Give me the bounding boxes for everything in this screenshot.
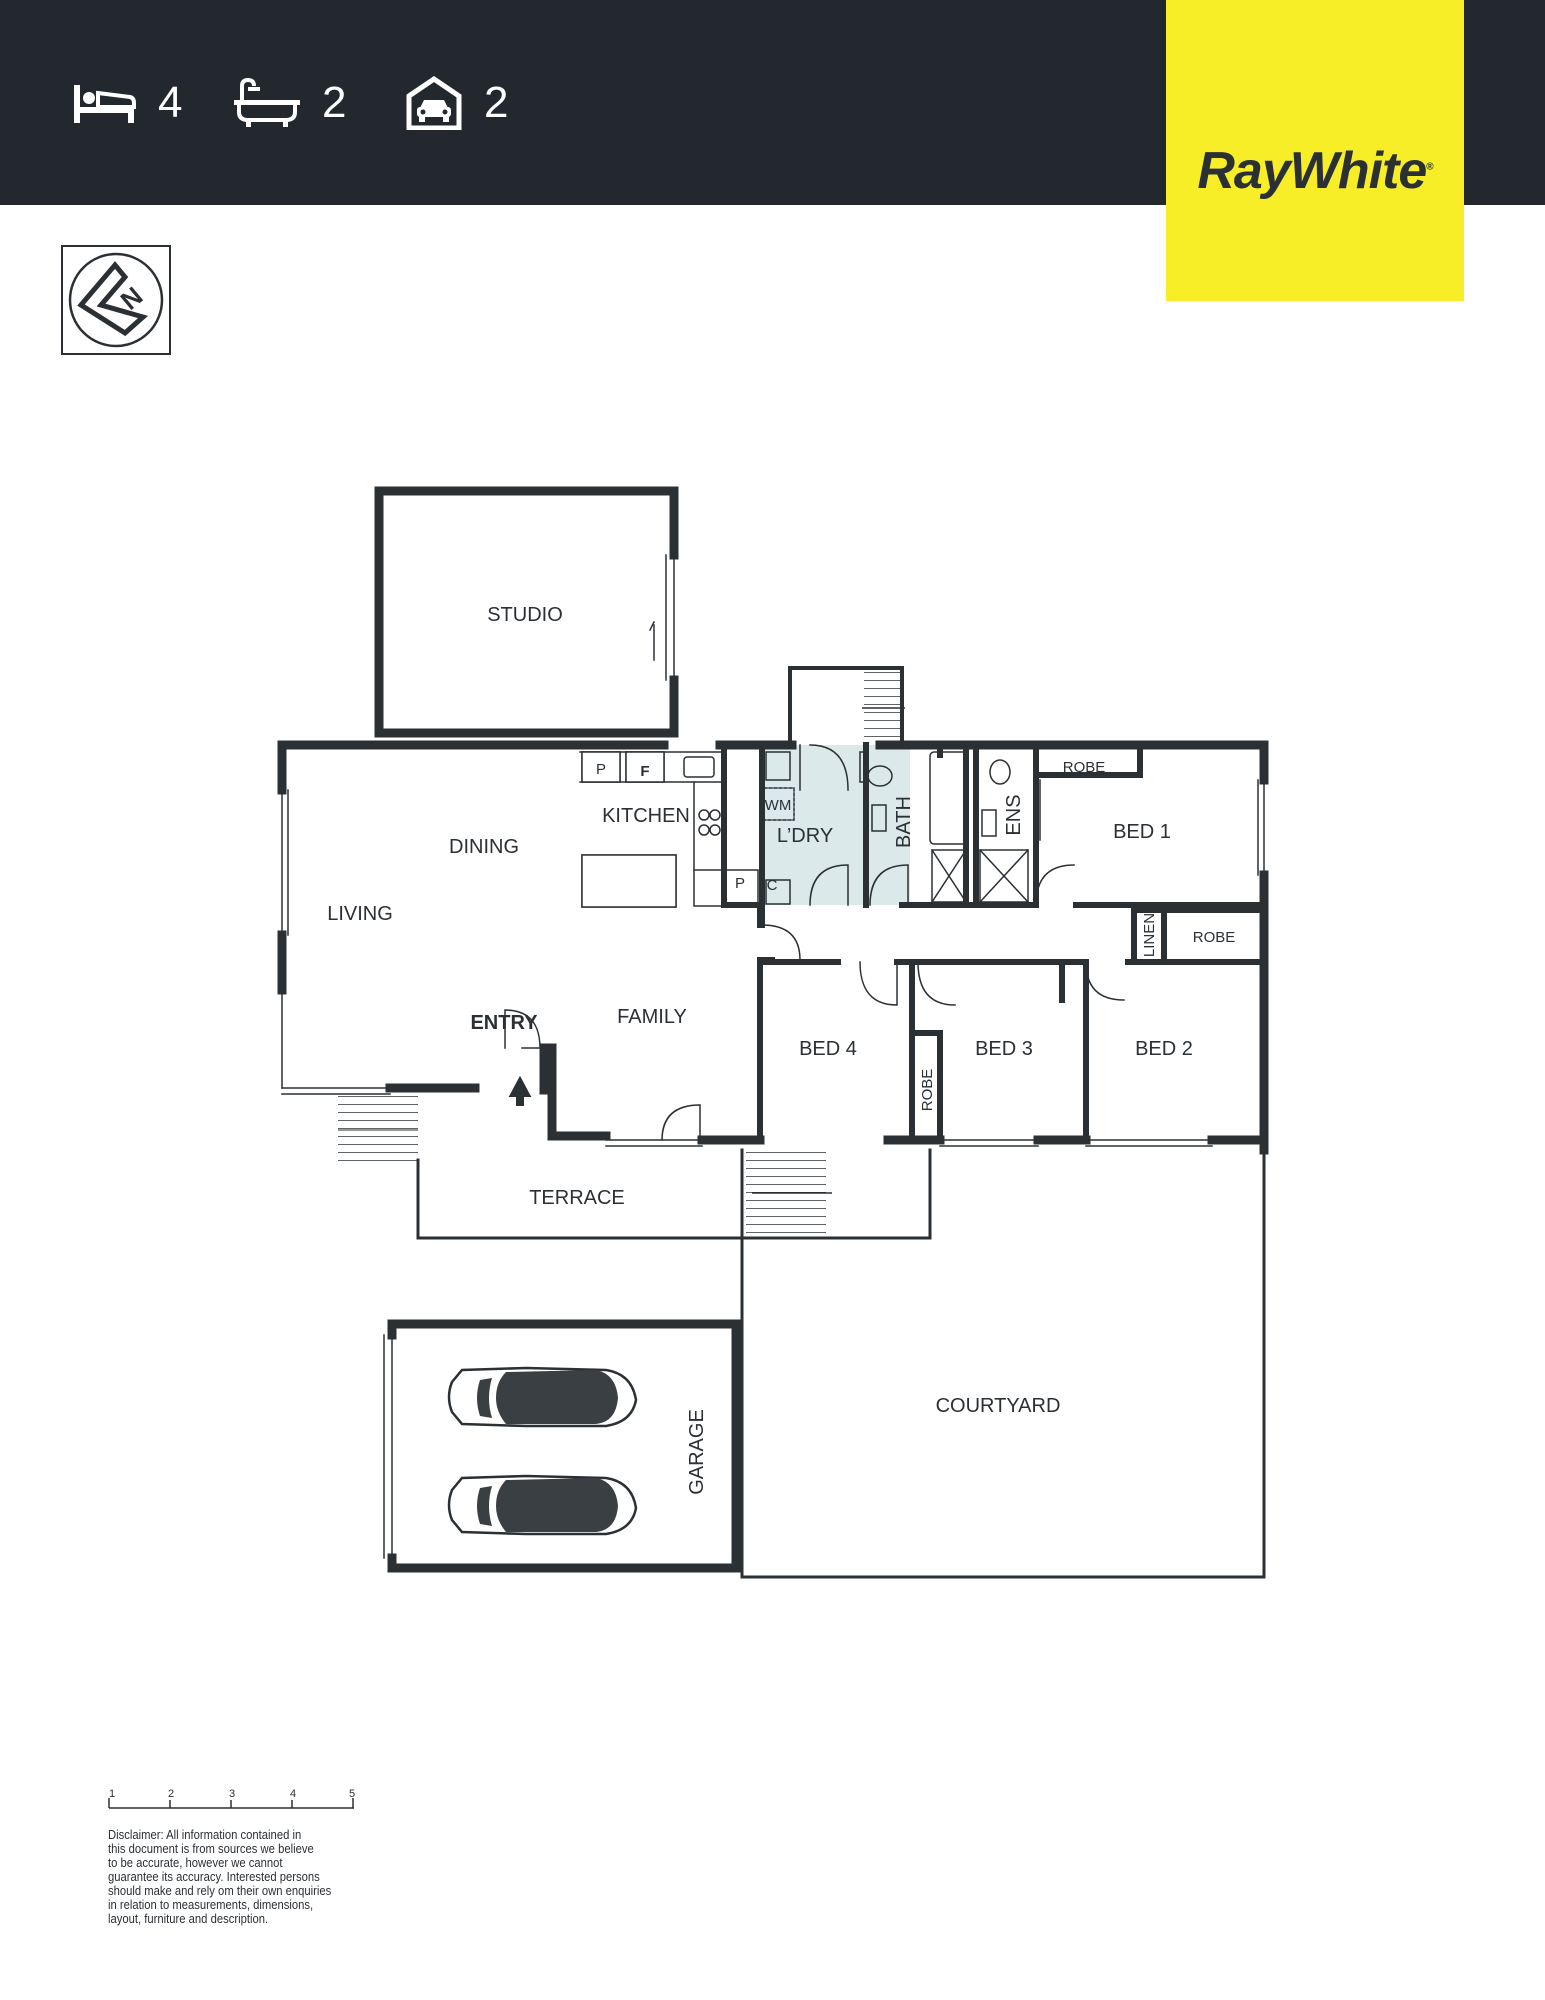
room-label-living: LIVING: [327, 903, 393, 925]
disclaimer-line: in relation to measurements, dimensions,: [108, 1898, 314, 1912]
room-label-kitchen: KITCHEN: [602, 805, 690, 827]
scale-tick-1: 1: [109, 1788, 115, 1800]
room-label-courtyard: COURTYARD: [936, 1395, 1061, 1417]
room-label-entry: ENTRY: [470, 1012, 538, 1034]
room-label-robe-bed1: ROBE: [1063, 759, 1106, 776]
room-label-bed1: BED 1: [1113, 821, 1171, 843]
garage-cars: [447, 1366, 638, 1536]
disclaimer-line: Disclaimer: All information contained in: [108, 1828, 302, 1842]
kitchen-island: [581, 854, 677, 908]
scale-tick-4: 4: [290, 1788, 296, 1800]
north-compass: N: [61, 245, 171, 355]
room-label-bed3: BED 3: [975, 1038, 1033, 1060]
compass-icon: N: [68, 252, 164, 348]
garage-walls: [387, 1319, 741, 1573]
disclaimer-text: Disclaimer: All information contained in…: [108, 1828, 333, 1926]
room-label-bath: BATH: [893, 796, 915, 848]
garage-stat: 2: [406, 0, 508, 205]
room-label-laundry: L’DRY: [777, 825, 833, 847]
rear-landing: [788, 666, 904, 747]
label-washing-machine: WM: [765, 797, 792, 814]
room-label-ensuite: ENS: [1003, 794, 1025, 835]
room-label-studio: STUDIO: [487, 604, 563, 626]
terrace-outline: [416, 1148, 932, 1240]
courtyard-outline: [740, 1148, 1266, 1579]
bed-icon: [74, 84, 136, 123]
room-label-robe-bed3: ROBE: [919, 1069, 936, 1112]
garage-icon: [406, 75, 462, 130]
bath-icon: [234, 77, 300, 127]
room-label-dining: DINING: [449, 836, 519, 858]
wet-area-fixtures: [763, 751, 1041, 905]
bathrooms-stat: 2: [234, 0, 346, 205]
garage-count: 2: [484, 77, 509, 127]
room-label-linen: LINEN: [1141, 913, 1158, 957]
entry-walls: [539, 1043, 557, 1141]
room-label-bed2: BED 2: [1135, 1038, 1193, 1060]
disclaimer-line: should make and rely om their own enquir…: [108, 1884, 332, 1898]
room-label-family: FAMILY: [617, 1006, 687, 1028]
label-fridge: F: [640, 763, 649, 780]
label-pantry-top: P: [596, 761, 606, 778]
disclaimer-line: layout, furniture and description.: [108, 1912, 269, 1926]
brand-logo: RayWhite®: [1166, 0, 1464, 301]
room-label-robe-bed2: ROBE: [1193, 929, 1236, 946]
disclaimer-line: guarantee its accuracy. Interested perso…: [108, 1870, 320, 1884]
wet-area-shading: [760, 745, 910, 905]
disclaimer-line: this document is from sources we believe: [108, 1842, 314, 1856]
scale-tick-3: 3: [229, 1788, 235, 1800]
label-pantry-bottom: P: [735, 875, 745, 892]
door-swings: [504, 744, 1125, 1141]
room-label-terrace: TERRACE: [529, 1187, 625, 1209]
label-cupboard: C: [767, 877, 778, 894]
bedrooms-stat: 4: [72, 0, 182, 205]
bathrooms-count: 2: [322, 77, 347, 127]
scale-tick-2: 2: [168, 1788, 174, 1800]
scale-bar: 1 2 3 4 5: [108, 1788, 355, 1809]
disclaimer-line: to be accurate, however we cannot: [108, 1856, 283, 1870]
bedrooms-count: 4: [158, 77, 183, 127]
studio-walls: [374, 486, 679, 738]
room-label-garage: GARAGE: [686, 1409, 708, 1495]
scale-tick-5: 5: [349, 1788, 355, 1800]
room-label-bed4: BED 4: [799, 1038, 857, 1060]
brand-wordmark: RayWhite®: [1197, 141, 1433, 200]
